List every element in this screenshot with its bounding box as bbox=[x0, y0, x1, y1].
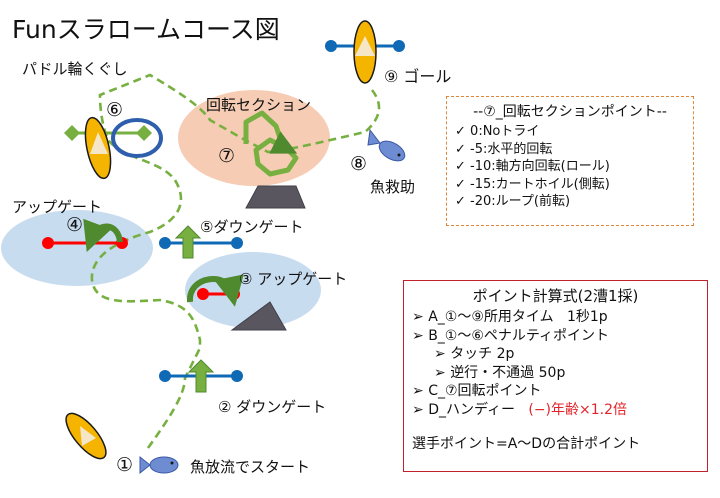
upgate-3-rock bbox=[230, 301, 287, 331]
marker-8: ⑧ bbox=[350, 153, 368, 175]
paddle-ring bbox=[111, 118, 163, 158]
upgate-4-arrow bbox=[83, 218, 123, 253]
goal-gate-post-right bbox=[393, 40, 405, 52]
goal-gate-post-left bbox=[325, 40, 337, 52]
bullet-arrow-icon: ➢ bbox=[434, 346, 446, 362]
bullet-arrow-icon: ➢ bbox=[412, 383, 424, 399]
downgate-2-label: ② ダウンゲート bbox=[218, 398, 327, 416]
rotation-item: ✓ 0:Noトライ bbox=[455, 124, 540, 139]
rotation-item: ✓ -10:軸方向回転(ロール) bbox=[455, 159, 610, 174]
rotation-points-header: --⑦_回転セクションポイント-- bbox=[473, 104, 667, 120]
start-kayak bbox=[65, 412, 107, 460]
bullet-arrow-icon: ➢ bbox=[412, 327, 424, 344]
paddle-ring-post-left bbox=[64, 125, 80, 141]
bullet-arrow-icon: ➢ bbox=[412, 401, 424, 418]
marker-6: ⑥ bbox=[106, 99, 124, 121]
check-icon: ✓ bbox=[455, 159, 466, 174]
rotation-section-label: 回転セクション bbox=[206, 96, 312, 114]
upgate-3-zone bbox=[185, 252, 321, 328]
upgate-3-arrow bbox=[187, 274, 244, 307]
rotation-rock bbox=[245, 185, 306, 209]
downgate-2-post-left bbox=[159, 370, 171, 382]
check-icon: ✓ bbox=[455, 194, 466, 209]
formula-a: ➢ A_①～⑨所用タイム 1秒1p bbox=[412, 309, 608, 325]
marker-7: ⑦ bbox=[218, 145, 236, 167]
points-formula-header: ポイント計算式(2漕1採) bbox=[472, 287, 639, 305]
upgate-3-post-left bbox=[197, 288, 209, 300]
rotation-points-box: --⑦_回転セクションポイント-- ✓ 0:Noトライ ✓ -5:水平的回転 ✓… bbox=[446, 96, 694, 226]
rotation-item: ✓ -20:ループ(前転) bbox=[455, 194, 571, 209]
check-icon: ✓ bbox=[455, 141, 466, 157]
paddle-kayak bbox=[84, 116, 112, 180]
downgate-5-post-left bbox=[159, 237, 171, 249]
downgate-5-label: ⑤ダウンゲート bbox=[200, 218, 304, 236]
start-label: 魚放流でスタート bbox=[190, 458, 311, 476]
fish-rescue-label: 魚救助 bbox=[370, 178, 416, 196]
check-icon: ✓ bbox=[455, 124, 466, 139]
downgate-5-post-right bbox=[231, 237, 243, 249]
rotation-arrow bbox=[243, 110, 299, 177]
paddle-ring-label: パドル輪くぐし bbox=[22, 60, 128, 78]
downgate-5-arrow bbox=[174, 225, 202, 259]
formula-b: ➢ B_①～⑥ペナルティポイント bbox=[412, 327, 610, 344]
marker-1: ① bbox=[116, 454, 134, 476]
upgate-4-post-left bbox=[42, 237, 54, 249]
formula-b-touch: ➢ タッチ 2p bbox=[434, 346, 515, 362]
bullet-arrow-icon: ➢ bbox=[412, 309, 424, 325]
upgate-4-label: アップゲート bbox=[12, 198, 103, 216]
rescue-fish-icon bbox=[367, 128, 406, 162]
points-formula-box: ポイント計算式(2漕1採) ➢ A_①～⑨所用タイム 1秒1p ➢ B_①～⑥ペ… bbox=[403, 280, 708, 472]
check-icon: ✓ bbox=[455, 176, 466, 192]
formula-d: ➢ D_ハンディー (−)年齢×1.2倍 bbox=[412, 401, 628, 418]
downgate-2-post-right bbox=[231, 370, 243, 382]
formula-b-reverse: ➢ 逆行・不通過 50p bbox=[434, 364, 566, 381]
rotation-item: ✓ -15:カートホイル(側転) bbox=[455, 176, 610, 192]
goal-label: ⑨ ゴール bbox=[384, 67, 452, 86]
goal-kayak bbox=[353, 20, 377, 84]
downgate-2-arrow bbox=[187, 359, 215, 393]
diagram-title: Funスラロームコース図 bbox=[12, 15, 280, 44]
formula-c: ➢ C_⑦回転ポイント bbox=[412, 383, 542, 399]
marker-4: ④ bbox=[66, 214, 84, 236]
bullet-arrow-icon: ➢ bbox=[434, 364, 446, 381]
start-fish-icon bbox=[139, 455, 179, 475]
rotation-item: ✓ -5:水平的回転 bbox=[455, 141, 553, 157]
paddle-ring-post-right bbox=[136, 125, 152, 141]
upgate-3-label: ③ アップゲート bbox=[239, 270, 348, 288]
formula-total: 選手ポイント=A～Dの合計ポイント bbox=[412, 436, 641, 452]
